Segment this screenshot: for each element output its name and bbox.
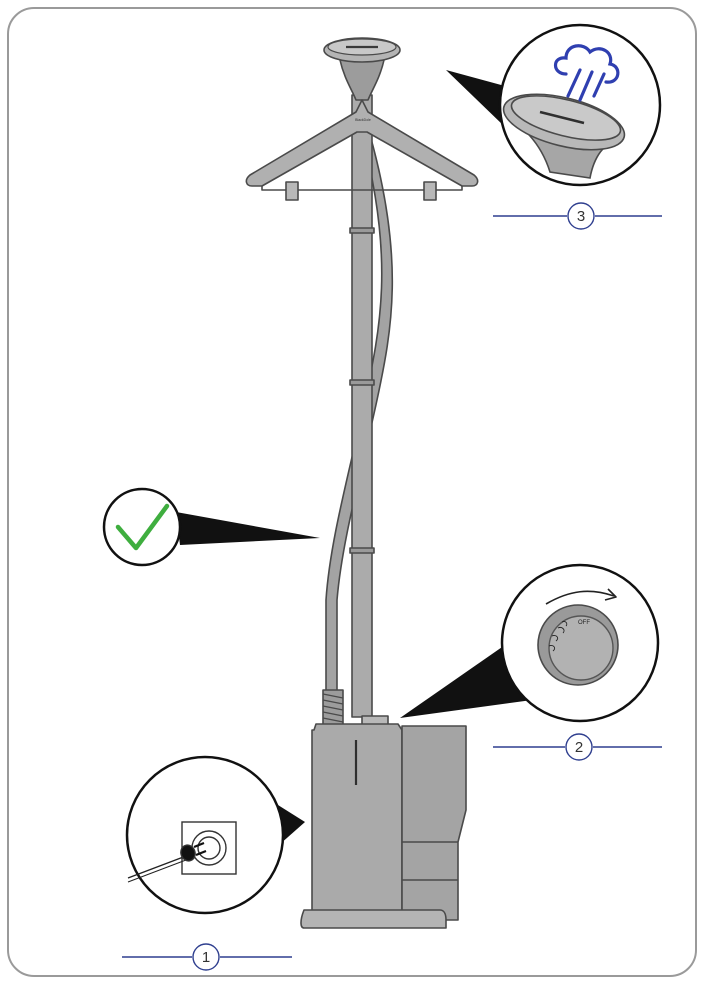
check-circle <box>102 487 182 567</box>
garment-steamer: BlackDole <box>245 37 479 929</box>
step-2-badge <box>565 733 593 761</box>
step-1-badge <box>192 943 220 971</box>
steam-dial: OFF <box>537 604 619 686</box>
pointer-wedge <box>400 645 532 718</box>
step-2-callout: OFF 2 <box>400 563 662 761</box>
step-3-callout: 3 <box>446 23 662 230</box>
steam-head <box>323 37 401 101</box>
steamer-body <box>401 725 467 921</box>
hose-ok-callout <box>102 487 320 567</box>
steam-icon <box>553 44 620 102</box>
pointer-wedge <box>446 70 512 126</box>
base-plate <box>300 909 447 929</box>
steamer-base <box>300 715 467 929</box>
power-plug-icon <box>127 821 237 883</box>
clothes-hanger: BlackDole <box>245 99 479 201</box>
step-3-badge <box>567 202 595 230</box>
pointer-wedge <box>176 512 320 545</box>
step-1-callout: 1 <box>122 755 305 971</box>
telescopic-pole <box>349 94 375 718</box>
steam-head-closeup <box>502 93 626 179</box>
step-3-number: 3 <box>577 208 585 225</box>
step-2-number: 2 <box>575 739 583 756</box>
steam-level-icons <box>548 621 568 652</box>
checkmark-icon <box>115 503 170 551</box>
step-1-number: 1 <box>202 949 210 966</box>
hanger-brand-label: BlackDole <box>355 118 371 122</box>
hose-spring <box>322 689 344 731</box>
clockwise-arrow-icon <box>545 590 615 605</box>
dial-off-label: OFF <box>578 620 590 626</box>
